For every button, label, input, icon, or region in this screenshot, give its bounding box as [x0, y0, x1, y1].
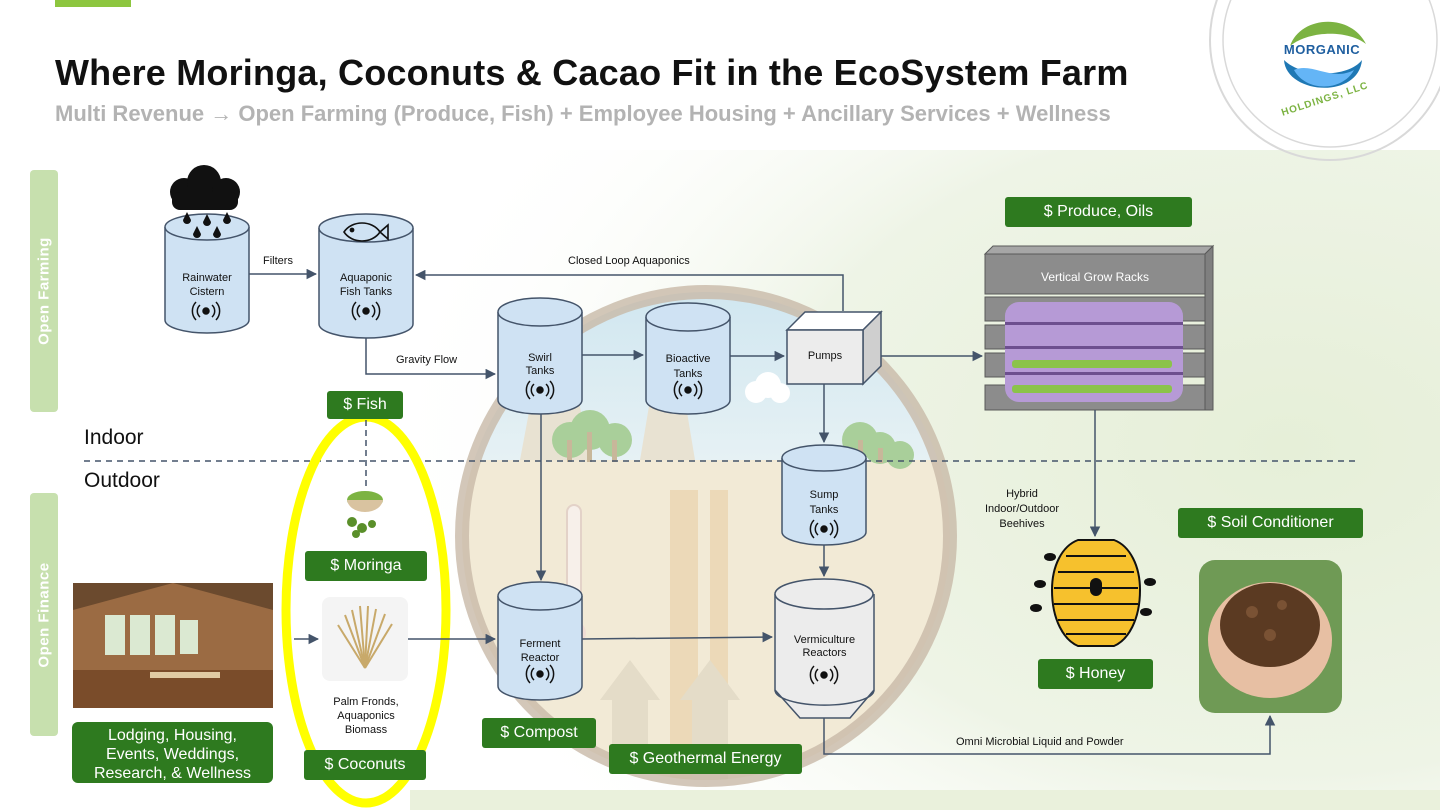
aquaponic-label-line-1: Aquaponic: [340, 272, 392, 284]
bioactive-label-line-1: Bioactive: [665, 353, 711, 365]
grow-racks: [983, 244, 1215, 411]
rain-cloud-icon: [170, 165, 240, 238]
swirl-label-line-2: Tanks: [525, 365, 555, 377]
swirl-tanks-label: Swirl Tanks: [498, 352, 582, 378]
filters-label: Filters: [263, 255, 293, 267]
beehives-label-line-2: Indoor/Outdoor: [985, 503, 1059, 515]
logo-mark-icon: [1284, 21, 1366, 88]
omni-microbial-label: Omni Microbial Liquid and Powder: [956, 736, 1124, 748]
closed-loop-label: Closed Loop Aquaponics: [568, 255, 690, 267]
vermiculture-label-line-2: Reactors: [802, 647, 847, 659]
palm-label-line-2: Aquaponics: [337, 710, 395, 722]
gravity-flow-label: Gravity Flow: [396, 354, 458, 366]
palm-fronds-icon: [322, 597, 408, 681]
fish-badge: $ Fish: [327, 391, 403, 419]
lodging-photo: [73, 583, 273, 708]
indoor-label: Indoor: [84, 426, 144, 449]
moringa-badge: $ Moringa: [305, 551, 427, 581]
lodging-line-1: Lodging, Housing,: [108, 727, 237, 744]
ferment-label-line-2: Reactor: [520, 652, 560, 664]
page-subtitle: Multi Revenue → Open Farming (Produce, F…: [55, 101, 1111, 126]
tank-ferment: [497, 581, 583, 701]
vermiculture-reactors-label: Vermiculture Reactors: [775, 634, 874, 660]
lodging-line-3: Research, & Wellness: [93, 765, 252, 782]
tank-aquaponic: [318, 213, 414, 339]
vermiculture-label-line-1: Vermiculture: [793, 634, 856, 646]
sensor-icons: [191, 301, 839, 685]
side-tab-open-farming: Open Farming: [30, 170, 58, 412]
soil-photo: [1199, 560, 1342, 713]
compost-badge: $ Compost: [482, 718, 596, 748]
rainwater-cistern-label: Rainwater Cistern: [165, 271, 249, 299]
fish-icon: [343, 222, 389, 242]
tank-swirl: [497, 297, 583, 415]
pumps-label: Pumps: [807, 350, 843, 362]
geothermal-badge: $ Geothermal Energy: [609, 744, 802, 774]
soil-conditioner-badge: $ Soil Conditioner: [1178, 508, 1363, 538]
lodging-line-2: Events, Weddings,: [105, 746, 240, 763]
sump-tanks-label: Sump Tanks: [782, 488, 866, 518]
rainwater-label-line-2: Cistern: [189, 286, 225, 298]
honey-badge: $ Honey: [1038, 659, 1153, 689]
beehives-label-line-3: Beehives: [999, 518, 1045, 530]
sump-label-line-1: Sump: [809, 489, 839, 501]
beehive-icon: [1030, 539, 1156, 647]
tank-bioactive: [645, 302, 731, 415]
ferment-reactor-label: Ferment Reactor: [498, 637, 582, 665]
beehives-label: Hybrid Indoor/Outdoor Beehives: [972, 487, 1072, 532]
tank-vermiculture: [774, 578, 875, 719]
beehives-label-line-1: Hybrid: [1006, 488, 1038, 500]
side-tab-open-finance: Open Finance: [30, 493, 58, 736]
palm-label-line-3: Biomass: [344, 724, 388, 736]
lodging-services-badge: Lodging, Housing, Events, Weddings, Rese…: [72, 722, 273, 783]
aquaponic-label-line-2: Fish Tanks: [339, 286, 393, 298]
aquaponic-fish-tanks-label: Aquaponic Fish Tanks: [319, 271, 413, 299]
rainwater-label-line-1: Rainwater: [182, 272, 232, 284]
outdoor-label: Outdoor: [84, 469, 160, 492]
swirl-label-line-1: Swirl: [528, 352, 552, 364]
pumps-box: [785, 310, 883, 386]
company-logo: MORGANIC HOLDINGS, LLC: [1262, 8, 1382, 119]
palm-label-line-1: Palm Fronds,: [333, 696, 399, 708]
bioactive-label-line-2: Tanks: [673, 368, 703, 380]
header-accent-bar: [55, 0, 131, 7]
page-title: Where Moringa, Coconuts & Cacao Fit in t…: [55, 52, 1129, 93]
ferment-label-line-1: Ferment: [519, 638, 561, 650]
grow-racks-label: Vertical Grow Racks: [1040, 270, 1150, 284]
palm-fronds-label: Palm Fronds, Aquaponics Biomass: [318, 695, 414, 737]
logo-name: MORGANIC: [1283, 42, 1361, 57]
sump-label-line-2: Tanks: [809, 504, 839, 516]
tank-sump: [781, 444, 867, 546]
moringa-powder-icon: [347, 491, 383, 538]
coconuts-badge: $ Coconuts: [304, 750, 426, 780]
bioactive-tanks-label: Bioactive Tanks: [646, 352, 730, 382]
produce-oils-badge: $ Produce, Oils: [1005, 197, 1192, 227]
